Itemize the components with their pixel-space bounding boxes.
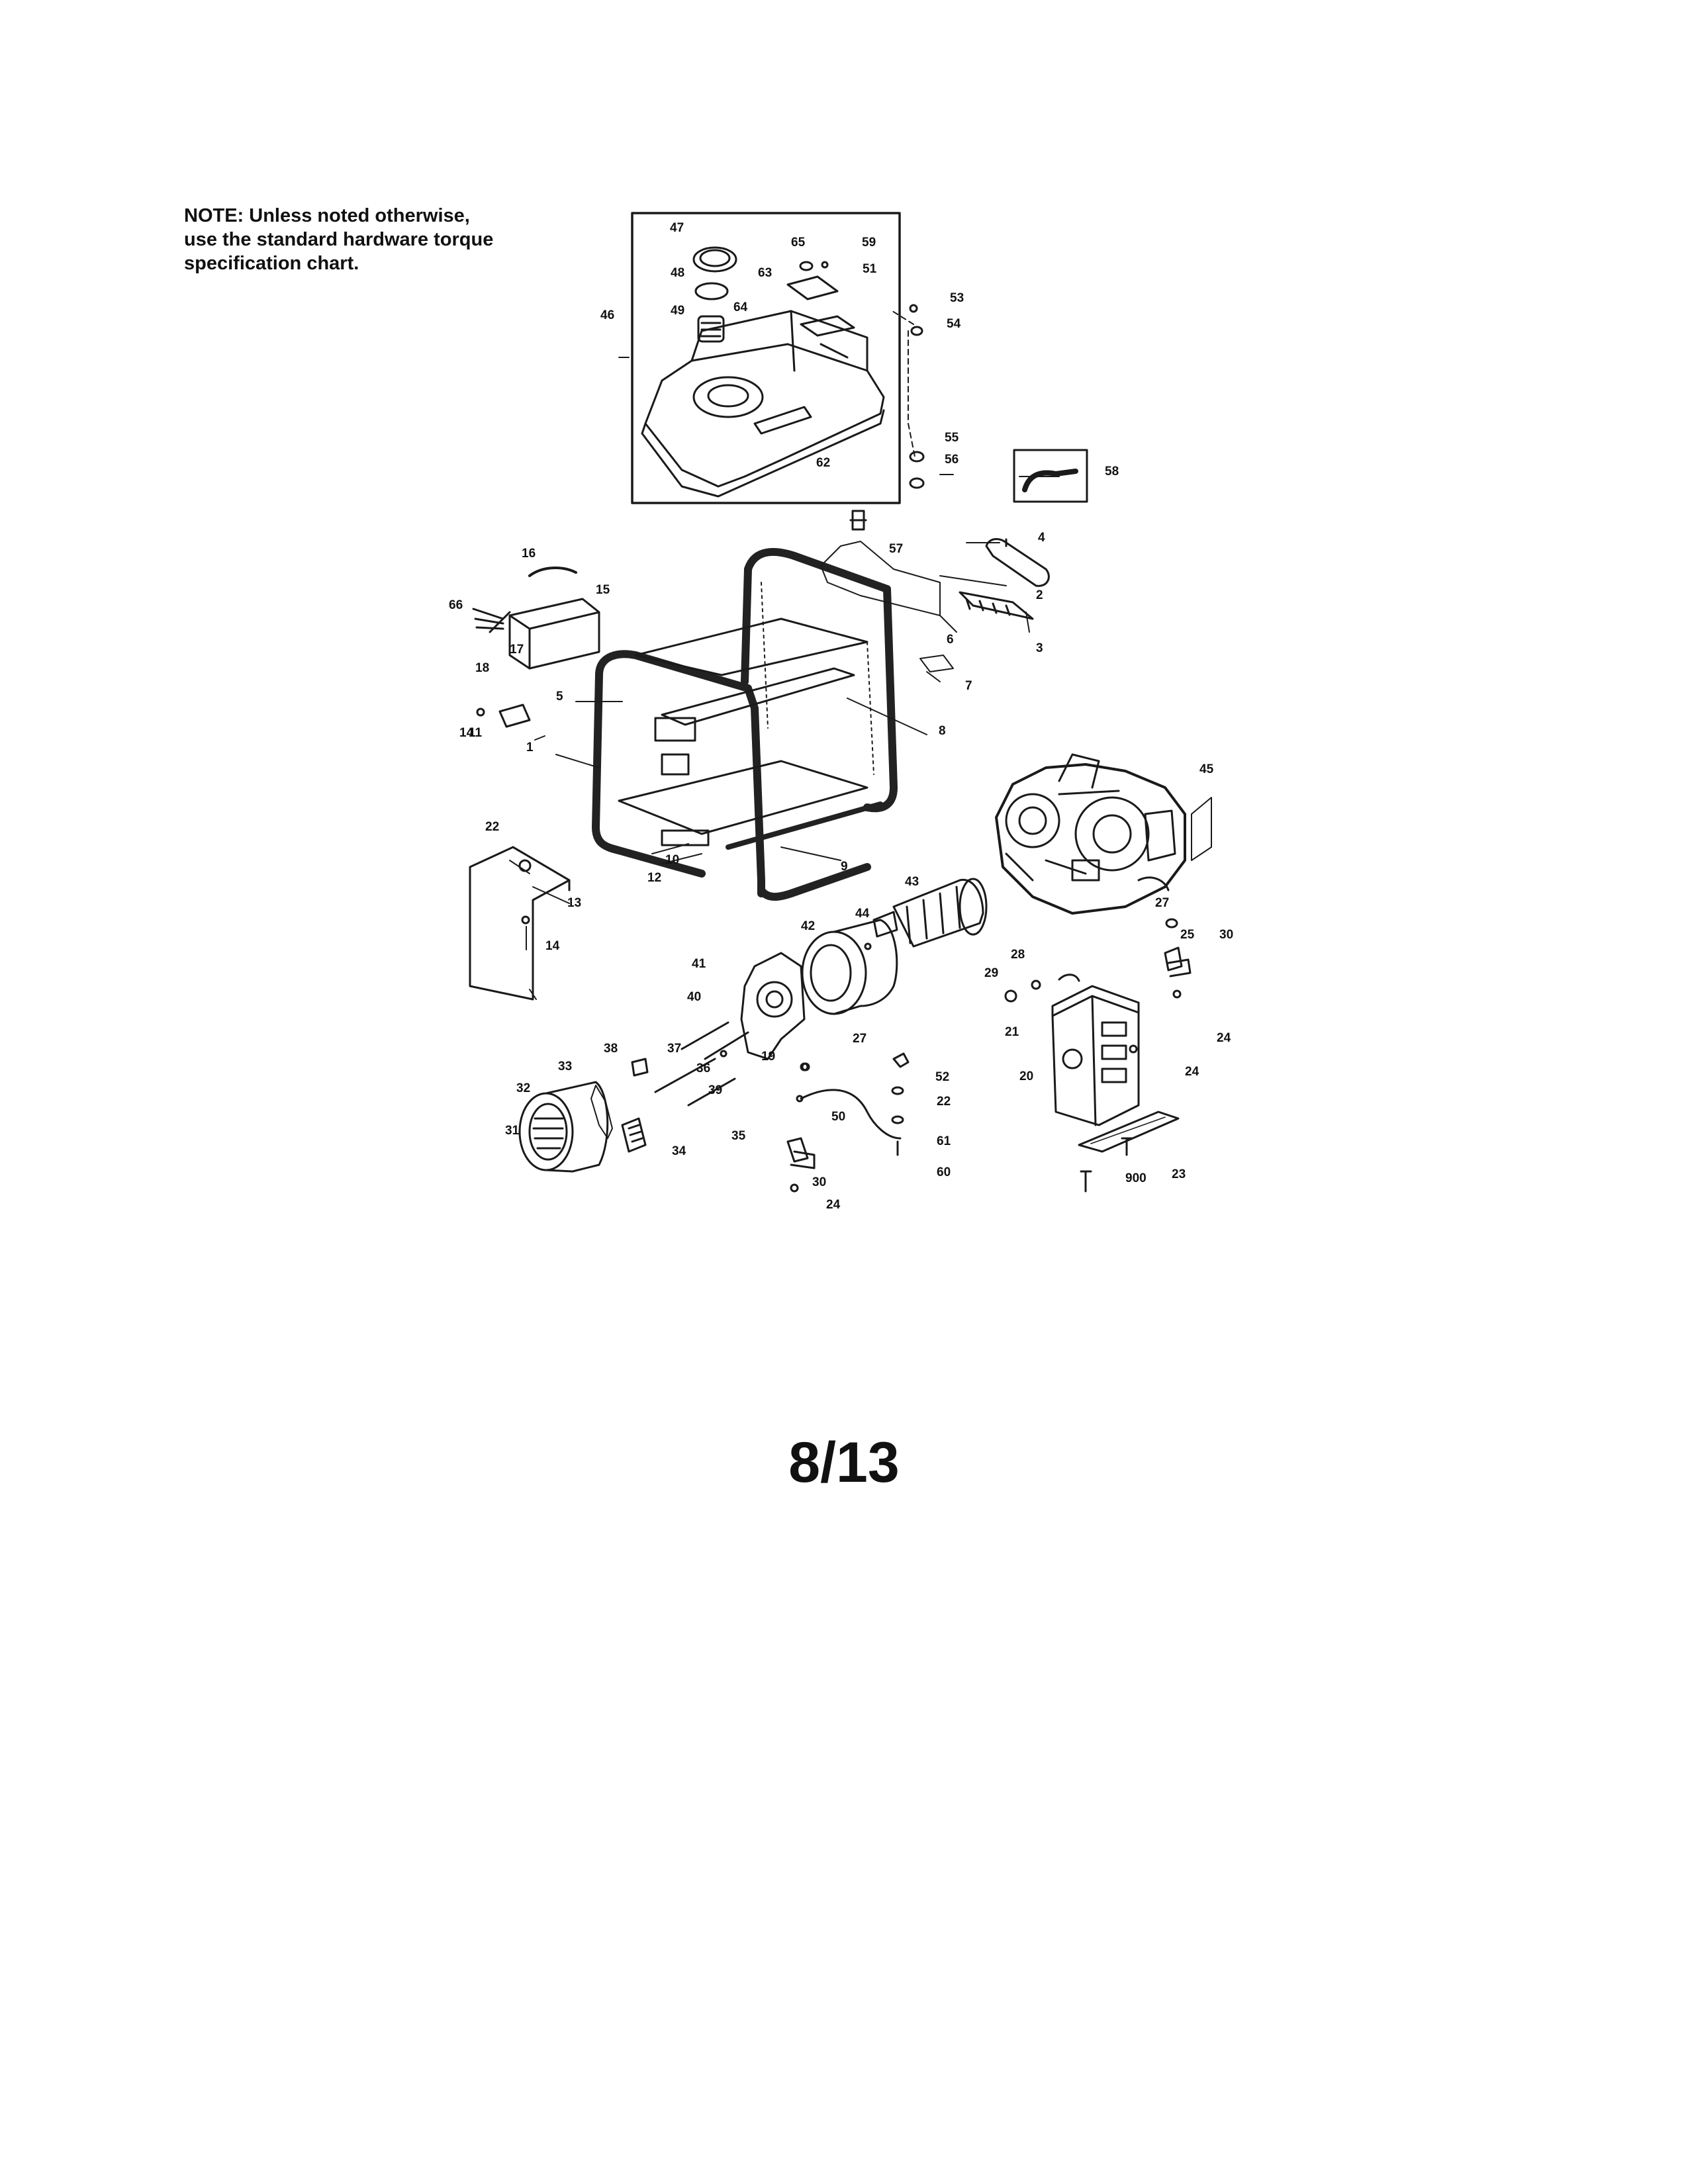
callout-15: 15 [596,583,610,597]
callout-1: 1 [526,741,534,754]
fuel-tank-inset [631,212,925,504]
callout-14: 14 [545,939,560,953]
callout-24: 24 [826,1198,841,1212]
fan-cover-parts [518,1058,649,1173]
callout-61: 61 [937,1134,951,1148]
callout-50: 50 [831,1110,845,1124]
shield-plate [469,846,571,1001]
callout-60: 60 [937,1165,951,1179]
engine-bracket [1078,1111,1180,1193]
callout-37: 37 [667,1042,681,1056]
callout-34: 34 [672,1144,686,1158]
callout-39: 39 [708,1083,722,1097]
callout-52: 52 [935,1070,949,1084]
callout-51: 51 [863,262,877,276]
callout-57: 57 [889,542,903,556]
callout-18: 18 [475,661,489,675]
callout-16: 16 [522,547,536,561]
callout-27: 27 [1155,896,1169,910]
callout-65: 65 [791,236,806,250]
callout-66: 66 [449,598,463,612]
muffler-parts [1004,974,1140,1126]
callout-12: 12 [647,871,661,885]
callout-22: 22 [485,820,499,834]
callout-2: 2 [1036,588,1043,602]
note-line-1: NOTE: Unless noted otherwise, [184,205,470,226]
page-number: 8/13 [788,1431,900,1494]
torque-note: NOTE: Unless noted otherwise, use the st… [184,204,528,275]
callout-41: 41 [692,957,706,971]
callout-38: 38 [604,1042,618,1056]
callout-33: 33 [558,1060,572,1073]
engine-assembly [995,753,1212,915]
frame-assembly [592,548,898,901]
callout-21: 21 [1005,1025,1019,1039]
callout-25: 25 [1180,928,1195,942]
panel-parts [820,538,1050,672]
callout-900: 900 [1125,1171,1147,1185]
callout-30: 30 [1219,928,1233,942]
fitting-56 [849,510,867,531]
callout-62: 62 [816,456,830,470]
note-line-3: specification chart. [184,253,359,274]
callout-36: 36 [696,1062,710,1075]
callout-24: 24 [1217,1031,1231,1045]
callout-numbers: 1234567891011121314141516171819202122222… [449,221,1233,1212]
callout-3: 3 [1036,641,1043,655]
callout-35: 35 [731,1129,746,1143]
callout-27: 27 [853,1032,867,1046]
callout-49: 49 [671,304,684,318]
callout-58: 58 [1105,465,1119,478]
callout-17: 17 [510,643,524,657]
callout-7: 7 [965,679,972,693]
callout-labels [509,357,1060,1000]
endbell-parts [654,952,809,1107]
callout-9: 9 [841,860,848,874]
callout-32: 32 [516,1081,530,1095]
callout-8: 8 [939,724,946,738]
callout-4: 4 [1038,531,1045,545]
callout-53: 53 [950,291,964,305]
callout-56: 56 [945,453,959,467]
callout-19: 19 [761,1050,775,1064]
callout-22: 22 [937,1095,951,1109]
callout-54: 54 [947,317,961,331]
callout-47: 47 [670,221,684,235]
callout-48: 48 [671,266,684,280]
callout-13: 13 [567,896,581,910]
rotor-stator [801,878,988,1015]
callout-59: 59 [862,236,876,250]
callout-40: 40 [687,990,701,1004]
callout-44: 44 [855,907,870,921]
callout-63: 63 [758,266,772,280]
callout-28: 28 [1011,948,1025,962]
harness-parts [796,1052,910,1156]
callout-10: 10 [665,853,679,867]
callout-20: 20 [1019,1069,1033,1083]
callout-64: 64 [733,300,748,314]
callout-6: 6 [947,633,954,647]
callout-46: 46 [600,308,614,322]
callout-14: 14 [459,726,474,740]
note-line-2: use the standard hardware torque [184,229,494,250]
callout-31: 31 [505,1124,520,1138]
callout-29: 29 [984,966,998,980]
callout-42: 42 [801,919,815,933]
callout-30: 30 [812,1175,826,1189]
callout-11: 11 [469,726,483,740]
callout-5: 5 [556,690,563,704]
callout-45: 45 [1199,762,1214,776]
hose-inset [1013,449,1088,503]
callout-24: 24 [1185,1065,1199,1079]
bracket-parts [786,918,1192,1193]
control-box-parts [472,567,600,728]
callout-43: 43 [905,875,919,889]
callout-55: 55 [945,431,959,445]
callout-23: 23 [1172,1167,1186,1181]
